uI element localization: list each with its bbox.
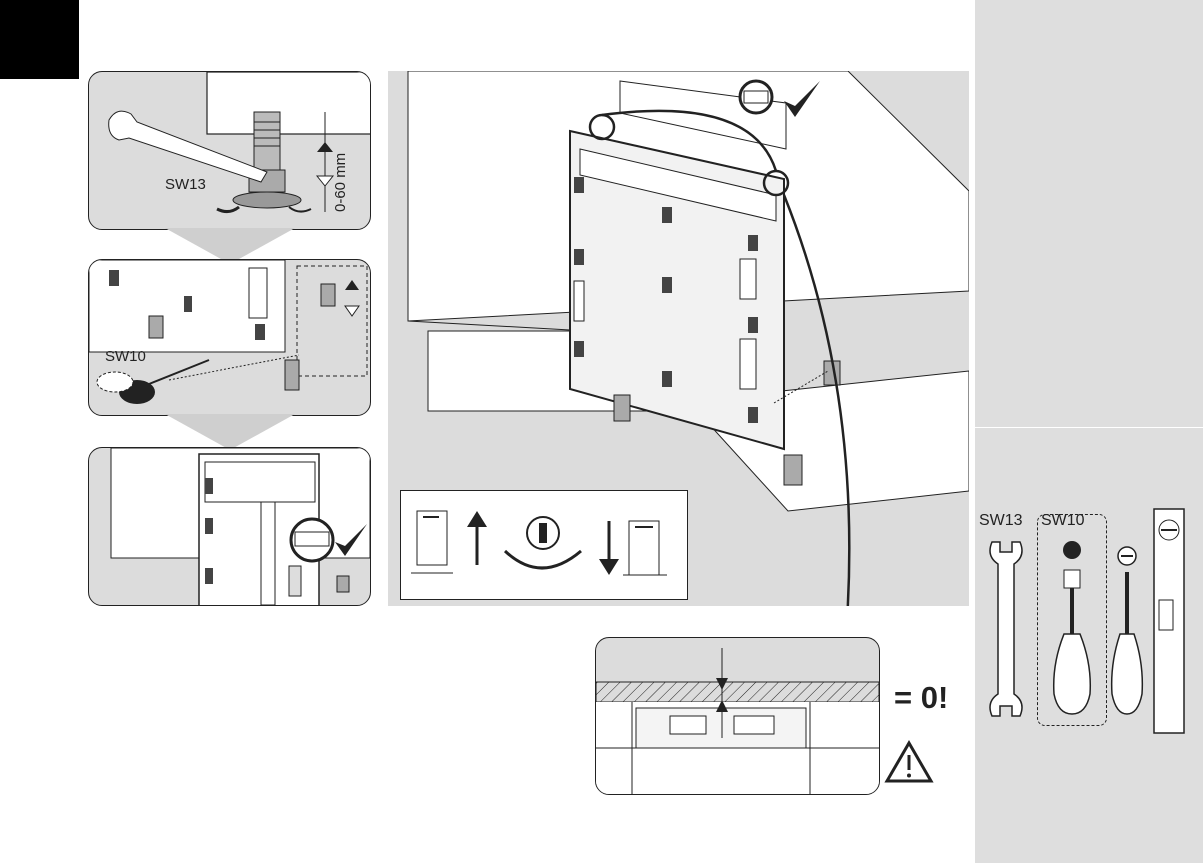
socket-screwdriver-icon	[1050, 540, 1094, 720]
page-corner-tab	[0, 0, 79, 79]
adjustment-legend	[400, 490, 688, 600]
step3-panel	[88, 447, 371, 606]
step2-panel: SW10	[88, 259, 371, 416]
step-arrow-2	[165, 414, 295, 450]
spirit-level-icon	[1153, 508, 1185, 734]
checkmark-icon	[333, 524, 369, 558]
wrench-size-label: SW13	[165, 176, 206, 193]
screwdriver-size-label: SW10	[105, 348, 146, 365]
height-range-label: 0-60 mm	[332, 153, 349, 212]
main-illustration-panel	[388, 71, 969, 606]
step1-illustration	[89, 72, 370, 229]
gap-detail-panel	[595, 637, 880, 795]
step2-illustration	[89, 260, 370, 415]
adjustment-legend-illustration	[401, 491, 687, 599]
wrench-tool-icon	[986, 536, 1026, 720]
gap-equals-zero-label: = 0!	[894, 680, 948, 716]
flat-screwdriver-icon	[1110, 544, 1144, 720]
tool-wrench-label: SW13	[979, 512, 1023, 530]
level-checkmark-icon	[782, 81, 822, 119]
sidebar-divider	[975, 427, 1203, 428]
step3-illustration	[89, 448, 370, 605]
warning-triangle-icon	[884, 740, 934, 784]
gap-detail-illustration	[596, 638, 879, 794]
step1-panel: SW13 0-60 mm	[88, 71, 371, 230]
